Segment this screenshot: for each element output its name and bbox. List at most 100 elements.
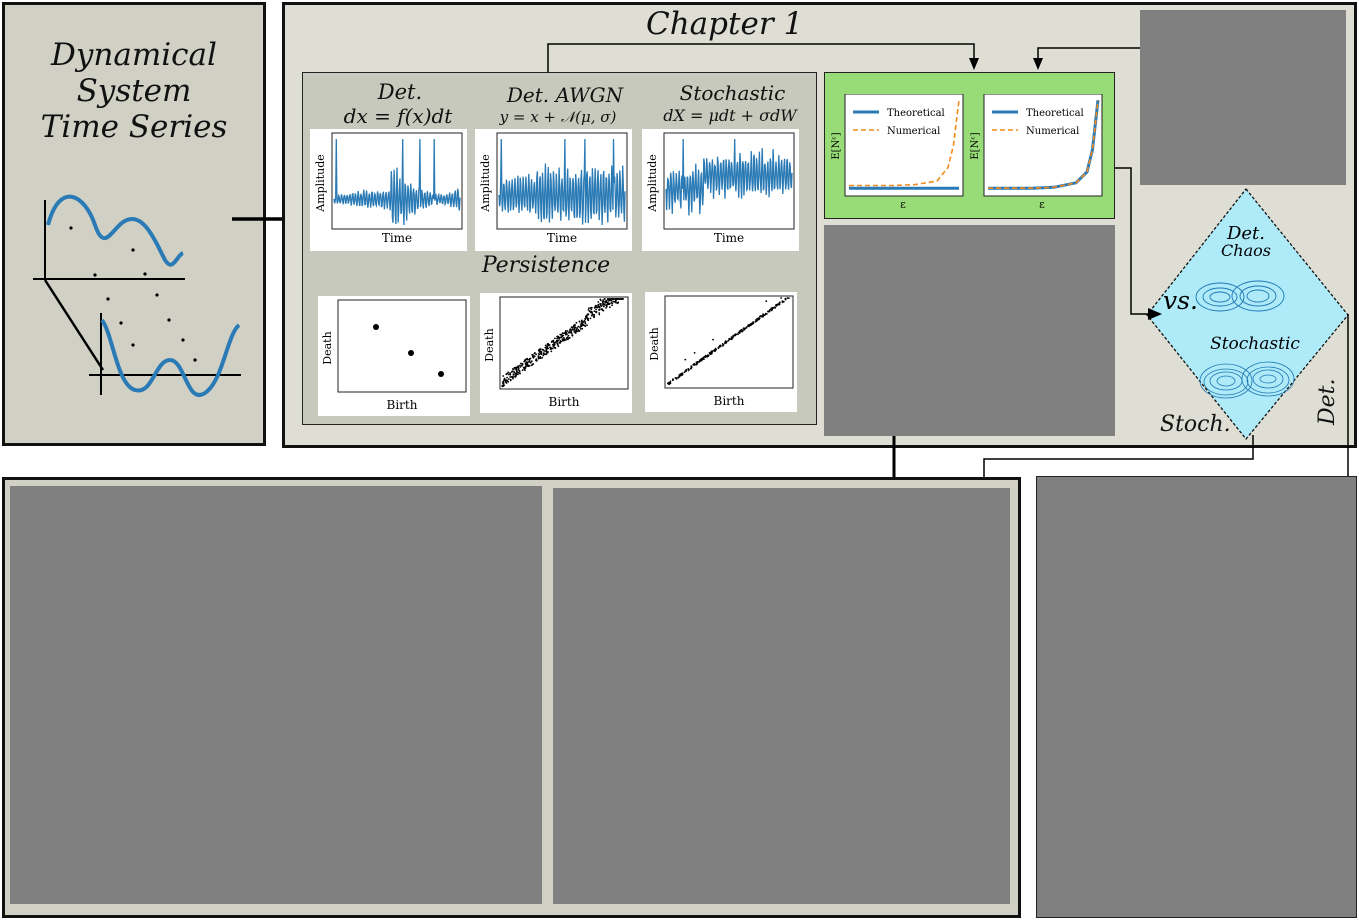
persistence-point — [547, 344, 550, 347]
persistence-point — [774, 307, 777, 309]
persistence-point — [538, 348, 541, 351]
persistence-point — [544, 344, 547, 347]
persistence-point — [602, 300, 605, 303]
persistence-point — [564, 331, 567, 333]
persistence-point — [584, 322, 587, 325]
persistence-point — [547, 342, 549, 345]
xlabel: ε — [900, 198, 906, 211]
persistence-point — [732, 334, 735, 337]
persistence-point — [714, 348, 717, 350]
diamond-top-line2: Chaos — [1221, 241, 1271, 260]
persistence-plot-awgn: Death Birth — [480, 293, 632, 413]
stochastic-attractor-icon — [1199, 361, 1295, 399]
persistence-point — [780, 297, 782, 299]
persistence-point — [679, 373, 682, 376]
persistence-point — [502, 382, 504, 385]
persistence-point — [583, 320, 586, 322]
persistence-point — [550, 350, 553, 353]
persistence-point — [575, 329, 577, 331]
persistence-point — [565, 337, 568, 340]
persistence-point — [565, 338, 567, 341]
col-heading-awgn: Det. AWGN — [506, 83, 624, 107]
persistence-point — [619, 298, 622, 300]
persistence-point — [558, 337, 561, 340]
persistence-point — [586, 324, 588, 327]
persistence-point — [585, 315, 588, 318]
persistence-point — [588, 310, 591, 313]
persistence-point — [602, 303, 605, 306]
persistence-plot-det: Death Birth — [318, 296, 470, 416]
persistence-point — [597, 301, 600, 303]
persistence-point — [588, 307, 590, 309]
xlabel: Time — [714, 231, 744, 245]
persistence-point — [580, 319, 583, 322]
persistence-point — [580, 325, 583, 328]
persistence-point — [519, 372, 521, 375]
persistence-point — [750, 324, 752, 327]
persistence-point — [519, 364, 521, 367]
persistence-point — [737, 331, 740, 334]
ylabel: E[Nᵋ] — [970, 132, 981, 159]
persistence-point — [618, 298, 620, 300]
persistence-point — [603, 298, 606, 300]
persistence-point — [528, 364, 531, 367]
persistence-point — [544, 346, 547, 349]
persistence-point — [610, 298, 613, 300]
persistence-point — [520, 364, 523, 367]
persistence-point — [518, 369, 521, 372]
persistence-point — [559, 342, 561, 344]
gray-block-bottom-1 — [10, 486, 542, 904]
persistence-point — [742, 328, 745, 330]
persistence-point — [502, 384, 505, 387]
persistence-point — [786, 297, 789, 299]
expectation-plot-1: Theoretical Numerical E[Nᵋ] ε — [829, 93, 965, 212]
persistence-point — [568, 331, 570, 334]
persistence-point — [725, 342, 728, 344]
persistence-point — [669, 380, 672, 383]
persistence-point — [580, 323, 582, 326]
ts-plot-stochastic: Amplitude Time — [642, 129, 799, 251]
persistence-point — [512, 377, 514, 380]
persistence-point — [504, 379, 507, 382]
persistence-point — [571, 334, 573, 336]
persistence-point — [598, 313, 601, 316]
persistence-point — [708, 352, 711, 354]
legend-numerical-label: Numerical — [1026, 126, 1079, 137]
persistence-point — [574, 326, 577, 329]
persistence-point — [684, 358, 687, 361]
persistence-point — [561, 334, 564, 337]
persistence-point — [595, 308, 597, 311]
persistence-point — [517, 367, 520, 370]
persistence-label: Persistence — [481, 253, 611, 278]
persistence-point — [505, 373, 508, 376]
ts-plot-stochastic-svg: Amplitude Time — [646, 132, 795, 245]
persistence-point — [710, 352, 713, 355]
persistence-point — [525, 362, 527, 365]
persistence-point — [606, 303, 609, 306]
persistence-point — [599, 303, 602, 305]
persistence-point — [541, 356, 544, 359]
persistence-point — [756, 317, 759, 320]
persistence-point — [610, 299, 613, 302]
lorenz-attractor-icon — [1195, 280, 1285, 312]
persistence-point — [571, 328, 574, 331]
persistence-point — [545, 348, 548, 350]
persistence-point — [551, 340, 554, 342]
persistence-point — [770, 307, 773, 309]
persistence-point — [690, 365, 693, 368]
persistence-point — [577, 330, 580, 332]
persistence-point — [557, 335, 560, 338]
persistence-point — [539, 350, 542, 353]
xlabel: Birth — [714, 394, 745, 408]
persistence-point — [688, 368, 690, 371]
persistence-point — [566, 333, 568, 335]
persistence-point — [615, 301, 617, 304]
persistence-point — [693, 363, 696, 365]
persistence-point — [549, 346, 552, 349]
col-equation-det: dx = f(x)dt — [343, 104, 453, 128]
persistence-point — [501, 385, 504, 388]
persistence-point — [724, 340, 727, 343]
persistence-point — [556, 337, 558, 340]
persistence-point — [573, 329, 575, 332]
xlabel: Birth — [387, 398, 418, 412]
